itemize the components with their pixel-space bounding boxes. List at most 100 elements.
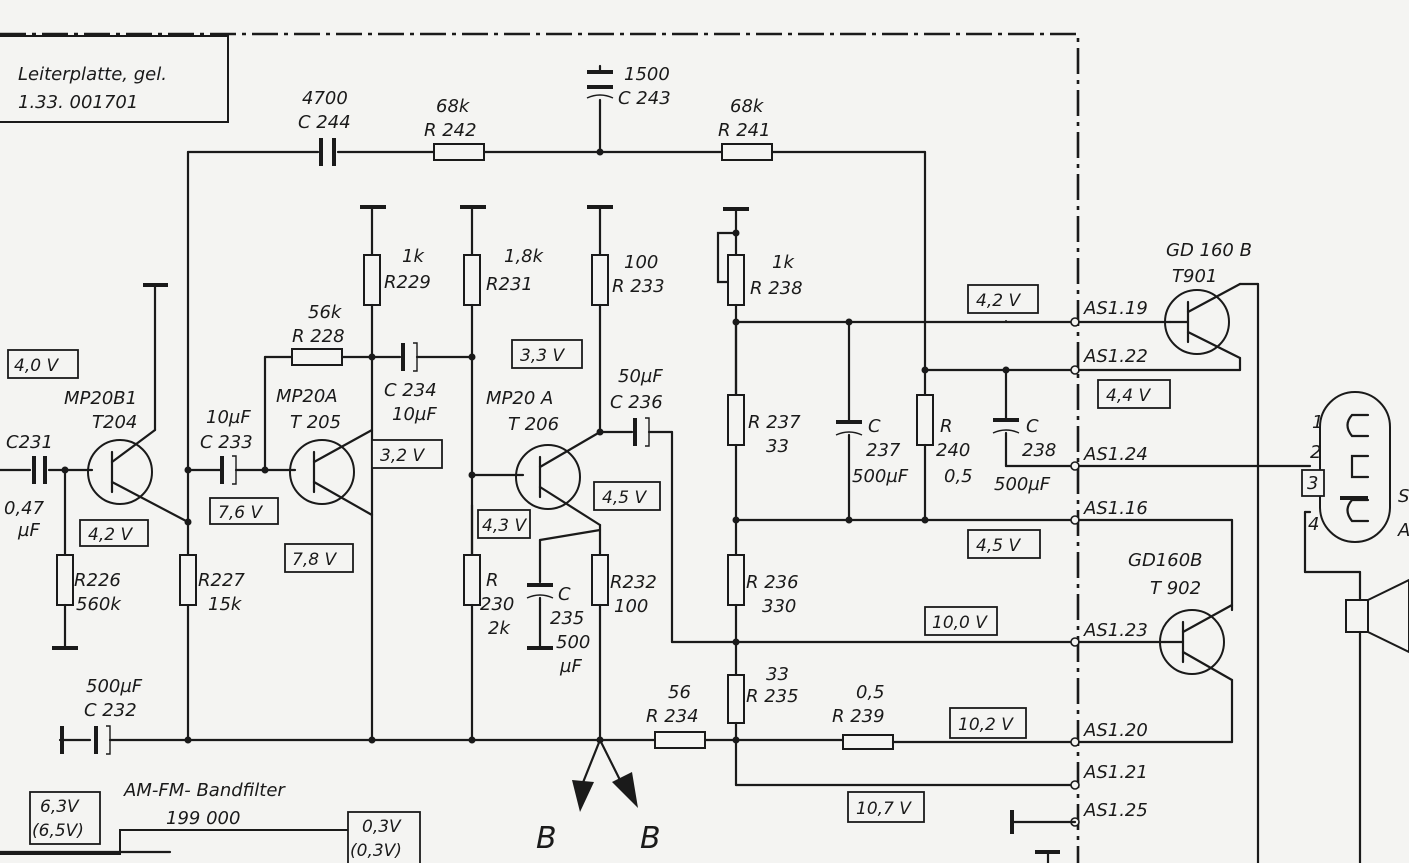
r227-resistor	[179, 554, 197, 606]
terminal-as124: AS1.24	[1083, 444, 1148, 465]
speaker-magnet	[1345, 599, 1369, 633]
r236-value: 330	[762, 596, 796, 617]
voltage-box-10-2	[949, 707, 1027, 739]
r236-resistor	[727, 554, 745, 606]
r237-ref: R 237	[748, 412, 801, 433]
speaker-cone	[1367, 578, 1409, 654]
t205-ref: T 205	[290, 412, 341, 433]
connector-pin3-box	[1301, 469, 1325, 497]
connector-pin-2: 2	[1310, 442, 1321, 463]
t902-ref: T 902	[1150, 578, 1201, 599]
r241-ref: R 241	[718, 120, 771, 141]
r231-resistor	[463, 254, 481, 306]
voltage-box-10-7	[847, 791, 925, 823]
c231-value: 0,47	[4, 498, 45, 519]
t901-ref: T901	[1172, 266, 1217, 287]
c243-capacitor	[586, 94, 614, 99]
r233-ref: R 233	[612, 276, 665, 297]
r240-resistor	[916, 394, 934, 446]
r232-value: 100	[614, 596, 648, 617]
voltage-6-5: (6,5V)	[32, 821, 84, 841]
r228-value: 56k	[308, 302, 343, 323]
r228-ref: R 228	[292, 326, 345, 347]
t206-type: MP20 A	[486, 388, 553, 409]
t204-ref: T204	[92, 412, 137, 433]
terminal-as122: AS1.22	[1083, 346, 1148, 367]
voltage-4-3: 4,3 V	[482, 516, 527, 536]
board-label-line2: 1.33. 001701	[18, 92, 138, 113]
r230-ref: R	[486, 570, 499, 591]
r234-ref: R 234	[646, 706, 699, 727]
c243-value: 1500	[624, 64, 670, 85]
voltage-3-2: 3,2 V	[380, 446, 425, 466]
voltage-box-4-2b	[967, 284, 1039, 314]
r232-ref: R232	[610, 572, 657, 593]
t204-transistor	[87, 439, 153, 505]
voltage-4-5a: 4,5 V	[602, 488, 647, 508]
r228-resistor	[291, 348, 343, 366]
r239-resistor	[842, 734, 894, 750]
c236-ref: C 236	[610, 392, 663, 413]
voltage-4-2b: 4,2 V	[976, 291, 1021, 311]
voltage-box-0-3	[347, 811, 421, 863]
t902-transistor	[1159, 609, 1225, 675]
voltage-7-8: 7,8 V	[292, 550, 337, 570]
c237-value: 500µF	[852, 466, 909, 487]
r233-resistor	[591, 254, 609, 306]
c233-value: 10µF	[206, 407, 251, 428]
r227-ref: R227	[198, 570, 245, 591]
r242-ref: R 242	[424, 120, 477, 141]
voltage-box-3-3	[511, 339, 583, 369]
voltage-box-3-2	[371, 439, 443, 469]
t206-transistor	[515, 444, 581, 510]
r241-value: 68k	[730, 96, 765, 117]
terminal-as119: AS1.19	[1083, 298, 1148, 319]
voltage-box-4-5b	[967, 529, 1041, 559]
connector-socket	[1319, 391, 1391, 543]
t901-transistor	[1164, 289, 1230, 355]
c243-ref: C 243	[618, 88, 671, 109]
r227-value: 15k	[208, 594, 243, 615]
bandfilter-number: 199 000	[166, 808, 240, 829]
t206-ref: T 206	[508, 414, 559, 435]
c234-ref: C 234	[384, 380, 437, 401]
c232-value: 500µF	[86, 676, 143, 697]
voltage-box-4-5a	[593, 481, 661, 511]
r234-resistor	[654, 731, 706, 749]
c244-value: 4700	[302, 88, 348, 109]
terminal-as121: AS1.21	[1083, 762, 1148, 783]
r226-ref: R226	[74, 570, 121, 591]
t205-type: MP20A	[276, 386, 338, 407]
r236-ref: R 236	[746, 572, 799, 593]
r238-ref: R 238	[750, 278, 803, 299]
edge-text-s: S	[1398, 486, 1409, 507]
voltage-4-4: 4,4 V	[1106, 386, 1151, 406]
r242-resistor	[433, 143, 485, 161]
voltage-box-6-3	[29, 791, 101, 845]
r237-resistor	[727, 394, 745, 446]
voltage-4-2a: 4,2 V	[88, 525, 133, 545]
r226-value: 560k	[76, 594, 122, 615]
c237-num: 237	[866, 440, 901, 461]
voltage-box-4-0	[7, 349, 79, 379]
voltage-0-3: 0,3V	[362, 817, 402, 837]
r240-value: 0,5	[944, 466, 973, 487]
voltage-4-0: 4,0 V	[14, 356, 59, 376]
r230-value: 2k	[488, 618, 511, 639]
c233-ref: C 233	[200, 432, 253, 453]
r230-resistor	[463, 554, 481, 606]
edge-text-a: A	[1397, 520, 1409, 541]
terminal-as116: AS1.16	[1083, 498, 1148, 519]
c232-ref: C 232	[84, 700, 137, 721]
r233-value: 100	[624, 252, 658, 273]
board-outline	[0, 32, 1080, 863]
r232-resistor	[591, 554, 609, 606]
voltage-10-0: 10,0 V	[932, 613, 988, 633]
r235-resistor	[727, 674, 745, 724]
board-label-box	[0, 35, 229, 123]
voltage-box-4-2a	[79, 519, 149, 547]
terminal-as120: AS1.20	[1083, 720, 1148, 741]
c244-ref: C 244	[298, 112, 351, 133]
voltage-10-7: 10,7 V	[856, 799, 912, 819]
voltage-10-2: 10,2 V	[958, 715, 1014, 735]
